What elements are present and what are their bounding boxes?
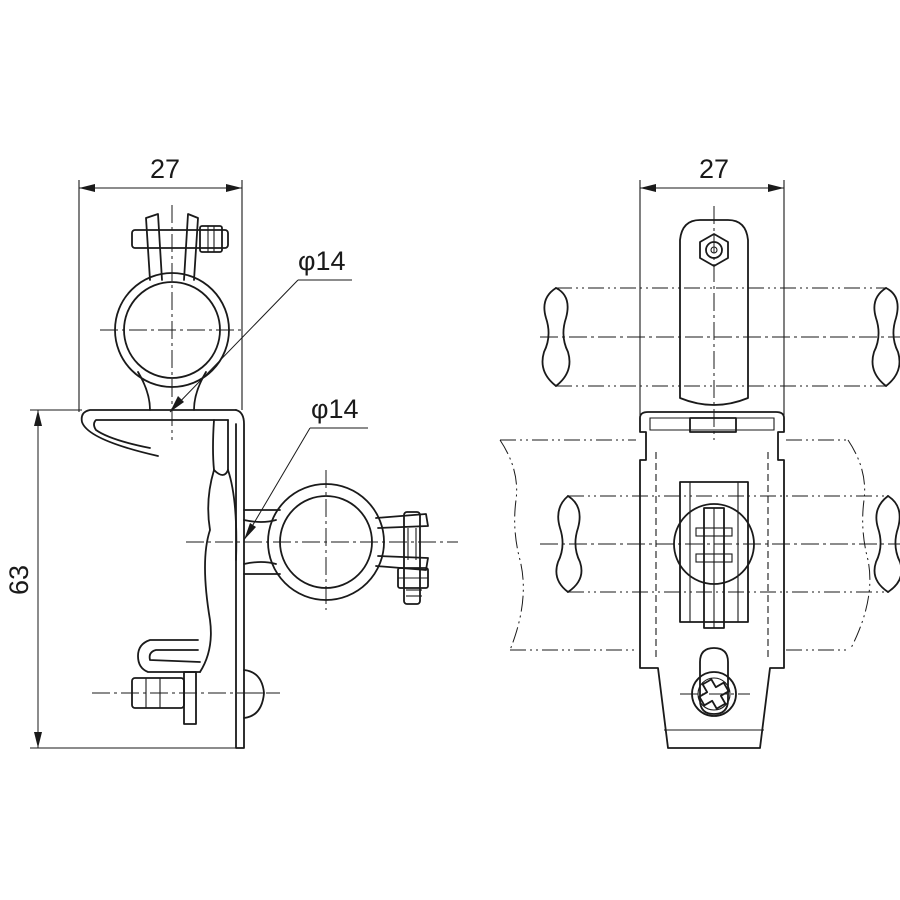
height-dimension: 63 xyxy=(4,409,236,749)
lower-diameter-callout: φ14 xyxy=(243,394,368,541)
upper-diameter-label: φ14 xyxy=(298,246,346,276)
upper-diameter-callout: φ14 xyxy=(169,246,352,413)
front-view: 27 xyxy=(499,154,900,749)
l-bracket xyxy=(80,409,245,749)
side-width-label: 27 xyxy=(150,154,180,184)
right-ring-clamp xyxy=(243,483,429,605)
lower-pipe-phantom xyxy=(499,439,871,651)
front-plate xyxy=(639,411,785,749)
side-screw xyxy=(92,669,280,725)
height-label: 63 xyxy=(4,565,34,595)
front-width-label: 27 xyxy=(699,154,729,184)
front-upper-clamp xyxy=(679,206,749,440)
mid-pipe xyxy=(540,495,900,593)
front-center-clamp xyxy=(673,481,755,629)
upper-pipe xyxy=(540,287,900,387)
front-screw xyxy=(680,647,750,717)
front-width-dimension: 27 xyxy=(640,154,784,192)
lower-diameter-label: φ14 xyxy=(311,394,359,424)
side-view: 27 xyxy=(4,154,458,749)
side-width-dimension: 27 xyxy=(79,154,242,192)
